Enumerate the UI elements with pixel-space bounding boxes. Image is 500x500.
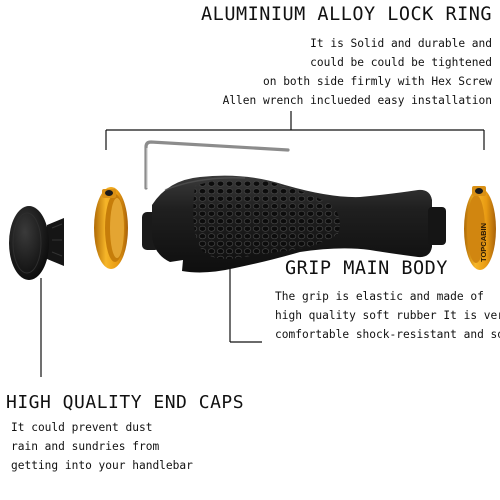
- lock-ring-desc-line: Allen wrench inclueded easy installation: [222, 94, 492, 107]
- lock-ring-desc-line: It is Solid and durable and: [310, 37, 492, 50]
- end-cap-icon: [9, 206, 64, 280]
- end-caps-desc-line: getting into your handlebar: [11, 459, 193, 472]
- grip-description: The grip is elastic and made of high qua…: [275, 287, 500, 344]
- lock-ring-description: It is Solid and durable and could be cou…: [223, 34, 492, 110]
- end-caps-title: HIGH QUALITY END CAPS: [6, 392, 245, 413]
- lock-ring-icon: [94, 187, 128, 269]
- lock-ring-desc-line: on both side firmly with Hex Screw: [262, 75, 492, 88]
- lock-ring-title: ALUMINIUM ALLOY LOCK RING: [201, 4, 492, 25]
- grip-desc-line: high quality soft rubber It is very: [275, 309, 500, 322]
- end-caps-desc-line: rain and sundries from: [11, 440, 160, 453]
- lock-ring-callout-lines: [105, 111, 485, 150]
- allen-wrench-icon: [144, 140, 290, 190]
- end-caps-desc-line: It could prevent dust: [11, 421, 153, 434]
- grip-desc-line: The grip is elastic and made of: [275, 290, 484, 303]
- grip-title: GRIP MAIN BODY: [285, 258, 448, 279]
- grip-icon: [142, 175, 446, 273]
- ring-brand-text: TOPCABIN: [479, 223, 488, 262]
- grip-desc-line: comfortable shock-resistant and soft: [275, 328, 500, 341]
- lock-ring-icon: TOPCABIN: [464, 186, 496, 270]
- lock-ring-desc-line: could be could be tightened: [310, 56, 492, 69]
- end-caps-description: It could prevent dust rain and sundries …: [11, 418, 193, 475]
